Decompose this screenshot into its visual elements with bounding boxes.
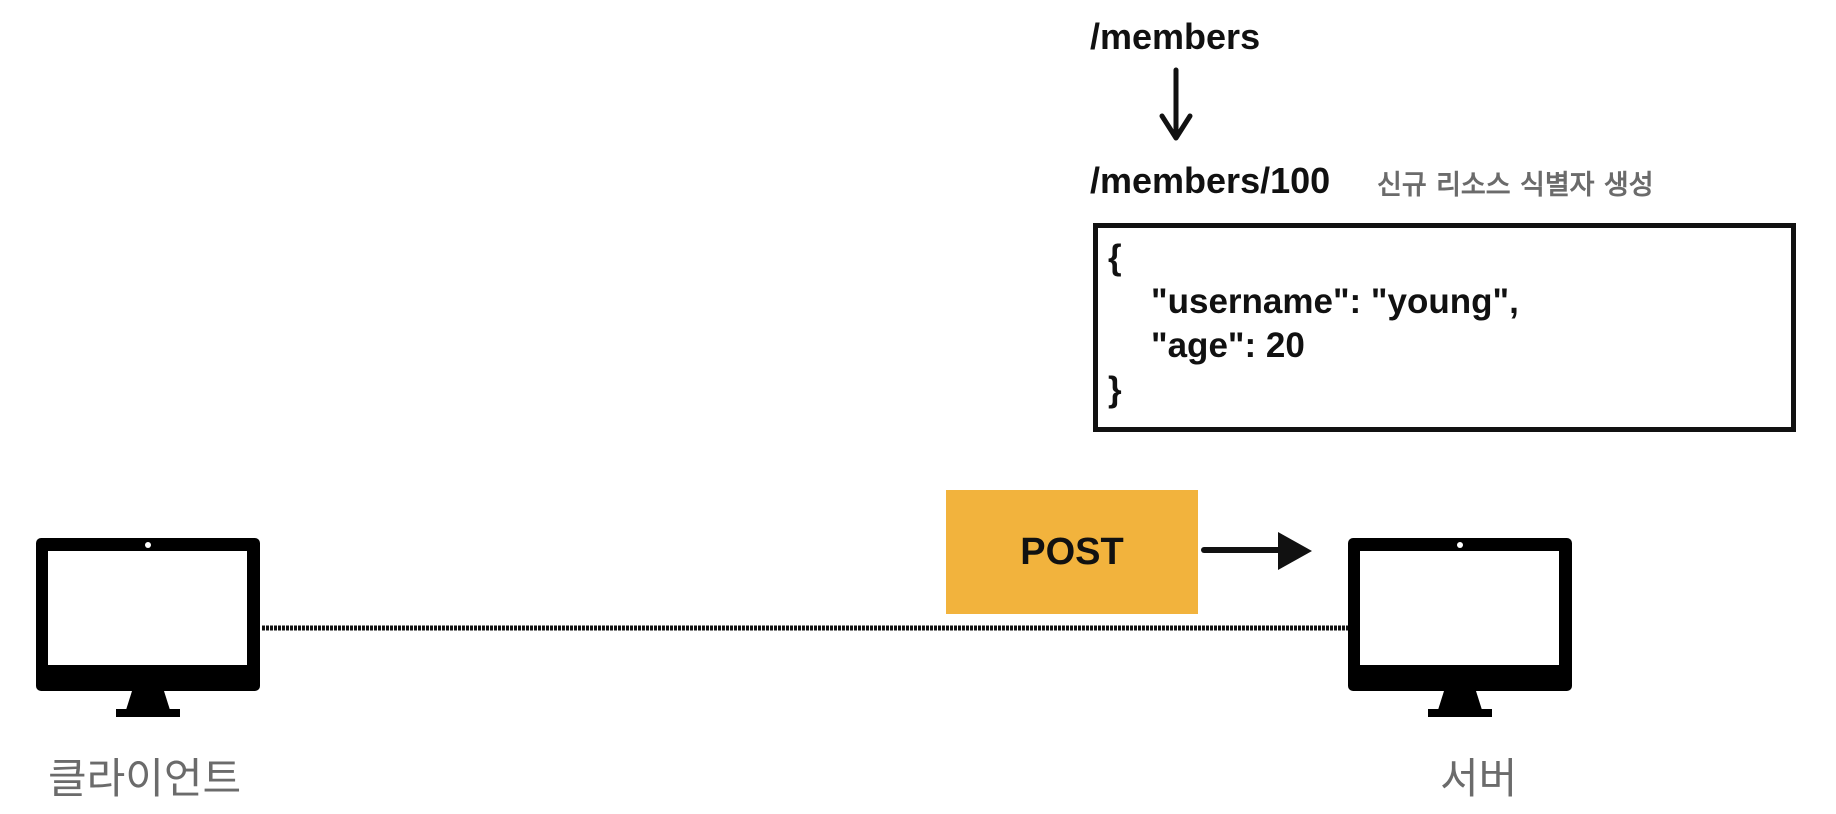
arrow-right-icon [1201, 532, 1312, 570]
server-label: 서버 [1440, 754, 1518, 803]
created-resource-path-label: /members/100 [1090, 160, 1331, 201]
created-resource-note: 신규 리소스 식별자 생성 [1377, 170, 1654, 201]
json-username-line: "username": "young", [1151, 282, 1519, 321]
json-age-line: "age": 20 [1151, 326, 1305, 365]
json-open-brace: { [1108, 238, 1122, 277]
http-method-box: POST [946, 490, 1198, 614]
json-body-box: { "username": "young", "age": 20 } [1093, 223, 1796, 432]
server-monitor-icon [1348, 538, 1572, 717]
client-label: 클라이언트 [48, 754, 242, 803]
http-method-label: POST [1020, 530, 1124, 573]
resource-path-label: /members [1090, 16, 1261, 57]
arrow-down-icon [1159, 67, 1193, 141]
client-monitor-icon [36, 538, 260, 717]
json-close-brace: } [1108, 370, 1122, 409]
